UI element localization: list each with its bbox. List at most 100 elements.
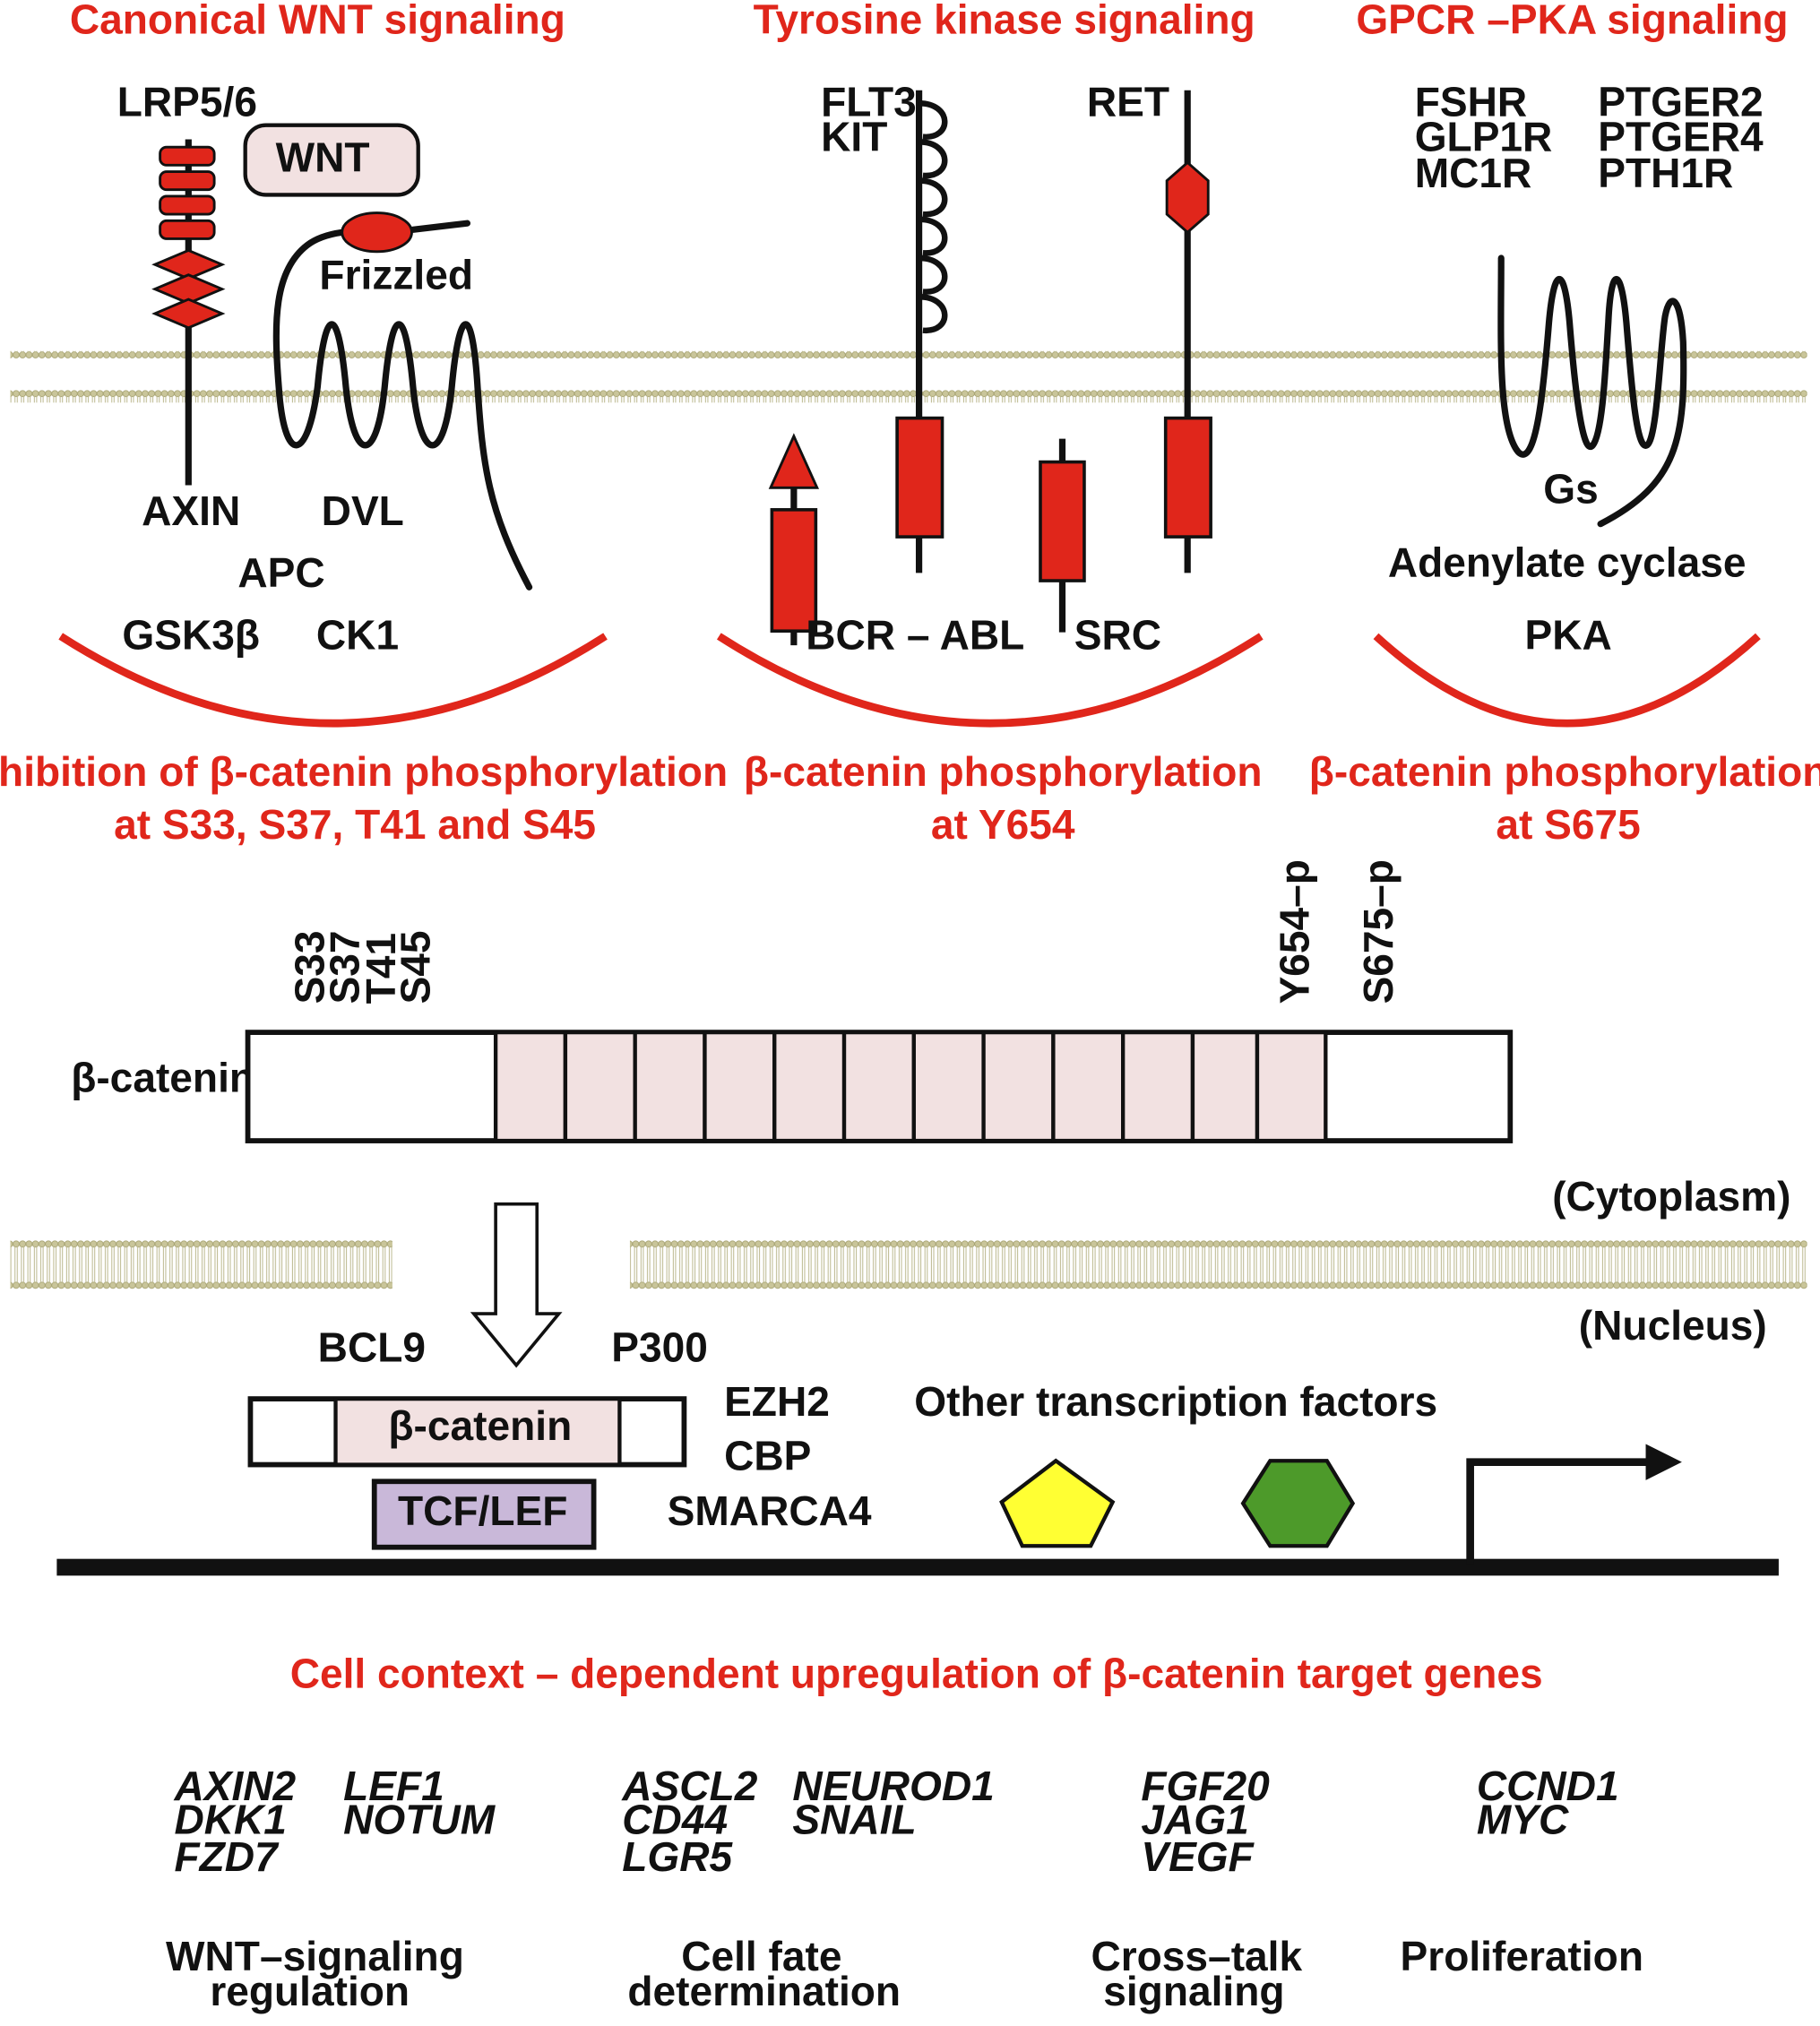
gpcr-receptor-5: PTGER4 <box>1598 113 1764 159</box>
transcription-arrowhead <box>1645 1444 1682 1480</box>
site-s45: S45 <box>392 930 439 1004</box>
gpcr-effect-line2: at S675 <box>1496 801 1640 848</box>
armadillo-repeats <box>493 1030 1328 1143</box>
category-cross-talk-line1: Cross–talk <box>1091 1933 1302 1979</box>
frizzled-domain <box>341 211 413 254</box>
gene-lef1: LEF1 <box>343 1763 444 1809</box>
gene-cd44: CD44 <box>622 1796 728 1842</box>
kit-label: KIT <box>821 113 887 159</box>
cbp-label: CBP <box>724 1432 811 1479</box>
gene-axin2: AXIN2 <box>173 1763 296 1809</box>
ezh2-label: EZH2 <box>724 1378 830 1425</box>
category-cell-fate-line2: determination <box>627 1968 901 2014</box>
smarca4-label: SMARCA4 <box>668 1487 872 1534</box>
frizzled-label: Frizzled <box>319 252 473 298</box>
gene-fzd7: FZD7 <box>174 1833 280 1880</box>
site-s37: S37 <box>321 930 367 1004</box>
site-t41: T41 <box>358 933 404 1004</box>
ret-label: RET <box>1087 79 1169 125</box>
tk-complex-arc <box>716 633 1264 728</box>
site-s675: S675–p <box>1355 859 1402 1004</box>
tk-effect-line2: at Y654 <box>931 801 1075 848</box>
gene-ccnd1: CCND1 <box>1477 1763 1619 1809</box>
nuclear-membrane-right <box>629 1238 1807 1291</box>
gene-jag1: JAG1 <box>1141 1796 1248 1842</box>
category-cross-talk-line2: signaling <box>1103 1968 1284 2014</box>
category-proliferation-line1: Proliferation <box>1401 1933 1643 1979</box>
wnt-title: Canonical WNT signaling <box>70 0 565 42</box>
category-wnt-line1: WNT–signaling <box>166 1933 464 1979</box>
nucleus-label: (Nucleus) <box>1579 1302 1767 1349</box>
gene-notum: NOTUM <box>343 1796 496 1842</box>
gene-group-cell-fate: ASCL2 CD44 LGR5 NEUROD1 SNAIL Cell fate … <box>621 1763 994 2014</box>
bcr-abl-arrowhead <box>768 433 820 489</box>
other-tf-label: Other transcription factors <box>914 1378 1437 1425</box>
dna-strand <box>56 1558 1779 1576</box>
gene-ascl2: ASCL2 <box>621 1763 757 1809</box>
flt3-ig-loops <box>919 99 948 333</box>
category-wnt-line2: regulation <box>210 1968 410 2014</box>
gene-fgf20: FGF20 <box>1141 1763 1270 1809</box>
wnt-complex-arc <box>58 633 608 728</box>
gpcr-receptor <box>1497 254 1687 528</box>
tcf-lef-box <box>371 1479 597 1550</box>
flt3-label: FLT3 <box>821 79 917 125</box>
frizzled-receptor <box>272 220 533 591</box>
adenylate-cyclase-label: Adenylate cyclase <box>1388 539 1747 586</box>
site-y654: Y654–p <box>1272 859 1318 1004</box>
p300-label: P300 <box>611 1323 708 1370</box>
src-label: SRC <box>1074 611 1161 658</box>
gene-myc: MYC <box>1477 1796 1569 1842</box>
gene-group-cross-talk: FGF20 JAG1 VEGF Cross–talk signaling <box>1091 1763 1302 2014</box>
gpcr-effect-line1: β-catenin phosphorylation <box>1309 748 1820 795</box>
gsk-label: GSK3β <box>122 611 260 658</box>
gpcr-complex-arc <box>1373 633 1761 728</box>
yellow-pentagon <box>999 1458 1116 1548</box>
gene-neurod1: NEUROD1 <box>792 1763 994 1809</box>
dvl-label: DVL <box>322 487 404 534</box>
ret-cadherin-domain <box>1165 160 1210 235</box>
bcl9-label: BCL9 <box>318 1323 426 1370</box>
gene-group-proliferation: CCND1 MYC Proliferation <box>1401 1763 1643 1979</box>
tk-effect-line1: β-catenin phosphorylation <box>744 748 1263 795</box>
tk-title: Tyrosine kinase signaling <box>754 0 1255 42</box>
nuclear-membrane-left <box>10 1238 392 1291</box>
gpcr-receptor-3: MC1R <box>1415 150 1532 196</box>
category-cell-fate-line1: Cell fate <box>681 1933 841 1979</box>
lrp-label: LRP5/6 <box>117 79 257 125</box>
cytoplasm-label: (Cytoplasm) <box>1552 1173 1790 1220</box>
upregulation-title: Cell context – dependent upregulation of… <box>290 1651 1543 1697</box>
gene-lgr5: LGR5 <box>622 1833 733 1880</box>
pka-label: PKA <box>1524 611 1611 658</box>
gene-snail: SNAIL <box>792 1796 916 1842</box>
gene-group-wnt: AXIN2 DKK1 FZD7 LEF1 NOTUM WNT–signaling… <box>166 1763 496 2014</box>
site-s33: S33 <box>287 930 333 1004</box>
bcr-abl-domain <box>770 508 818 634</box>
gpcr-receptor-1: FSHR <box>1415 79 1527 125</box>
gpcr-receptor-4: PTGER2 <box>1598 79 1763 125</box>
nuclear-beta-catenin-label: β-catenin <box>388 1402 572 1449</box>
gpcr-title: GPCR –PKA signaling <box>1356 0 1788 42</box>
beta-catenin-label: β-catenin <box>71 1054 254 1100</box>
green-hexagon <box>1240 1459 1356 1548</box>
axin-label: AXIN <box>142 487 240 534</box>
gpcr-receptor-6: PTH1R <box>1598 150 1733 196</box>
ck1-label: CK1 <box>316 611 399 658</box>
gene-dkk1: DKK1 <box>174 1796 286 1842</box>
bcr-abl-label: BCR – ABL <box>806 611 1024 658</box>
nuclear-translocation-arrow <box>470 1202 563 1368</box>
lrp-domains <box>151 145 226 330</box>
wnt-effect-line1: Inhibition of β-catenin phosphorylation <box>0 748 728 795</box>
nuclear-beta-catenin-core <box>333 1396 622 1467</box>
gene-vegf: VEGF <box>1141 1833 1255 1880</box>
gpcr-receptor-2: GLP1R <box>1415 113 1553 159</box>
transcription-start-arrow <box>1466 1458 1652 1565</box>
wnt-ligand-label: WNT <box>276 134 370 181</box>
gs-label: Gs <box>1543 466 1598 513</box>
ret-kinase-domain <box>1163 416 1212 539</box>
tcf-lef-label: TCF/LEF <box>398 1487 567 1534</box>
apc-label: APC <box>237 549 324 596</box>
wnt-effect-line2: at S33, S37, T41 and S45 <box>114 801 596 848</box>
wnt-ligand-box <box>243 123 420 197</box>
